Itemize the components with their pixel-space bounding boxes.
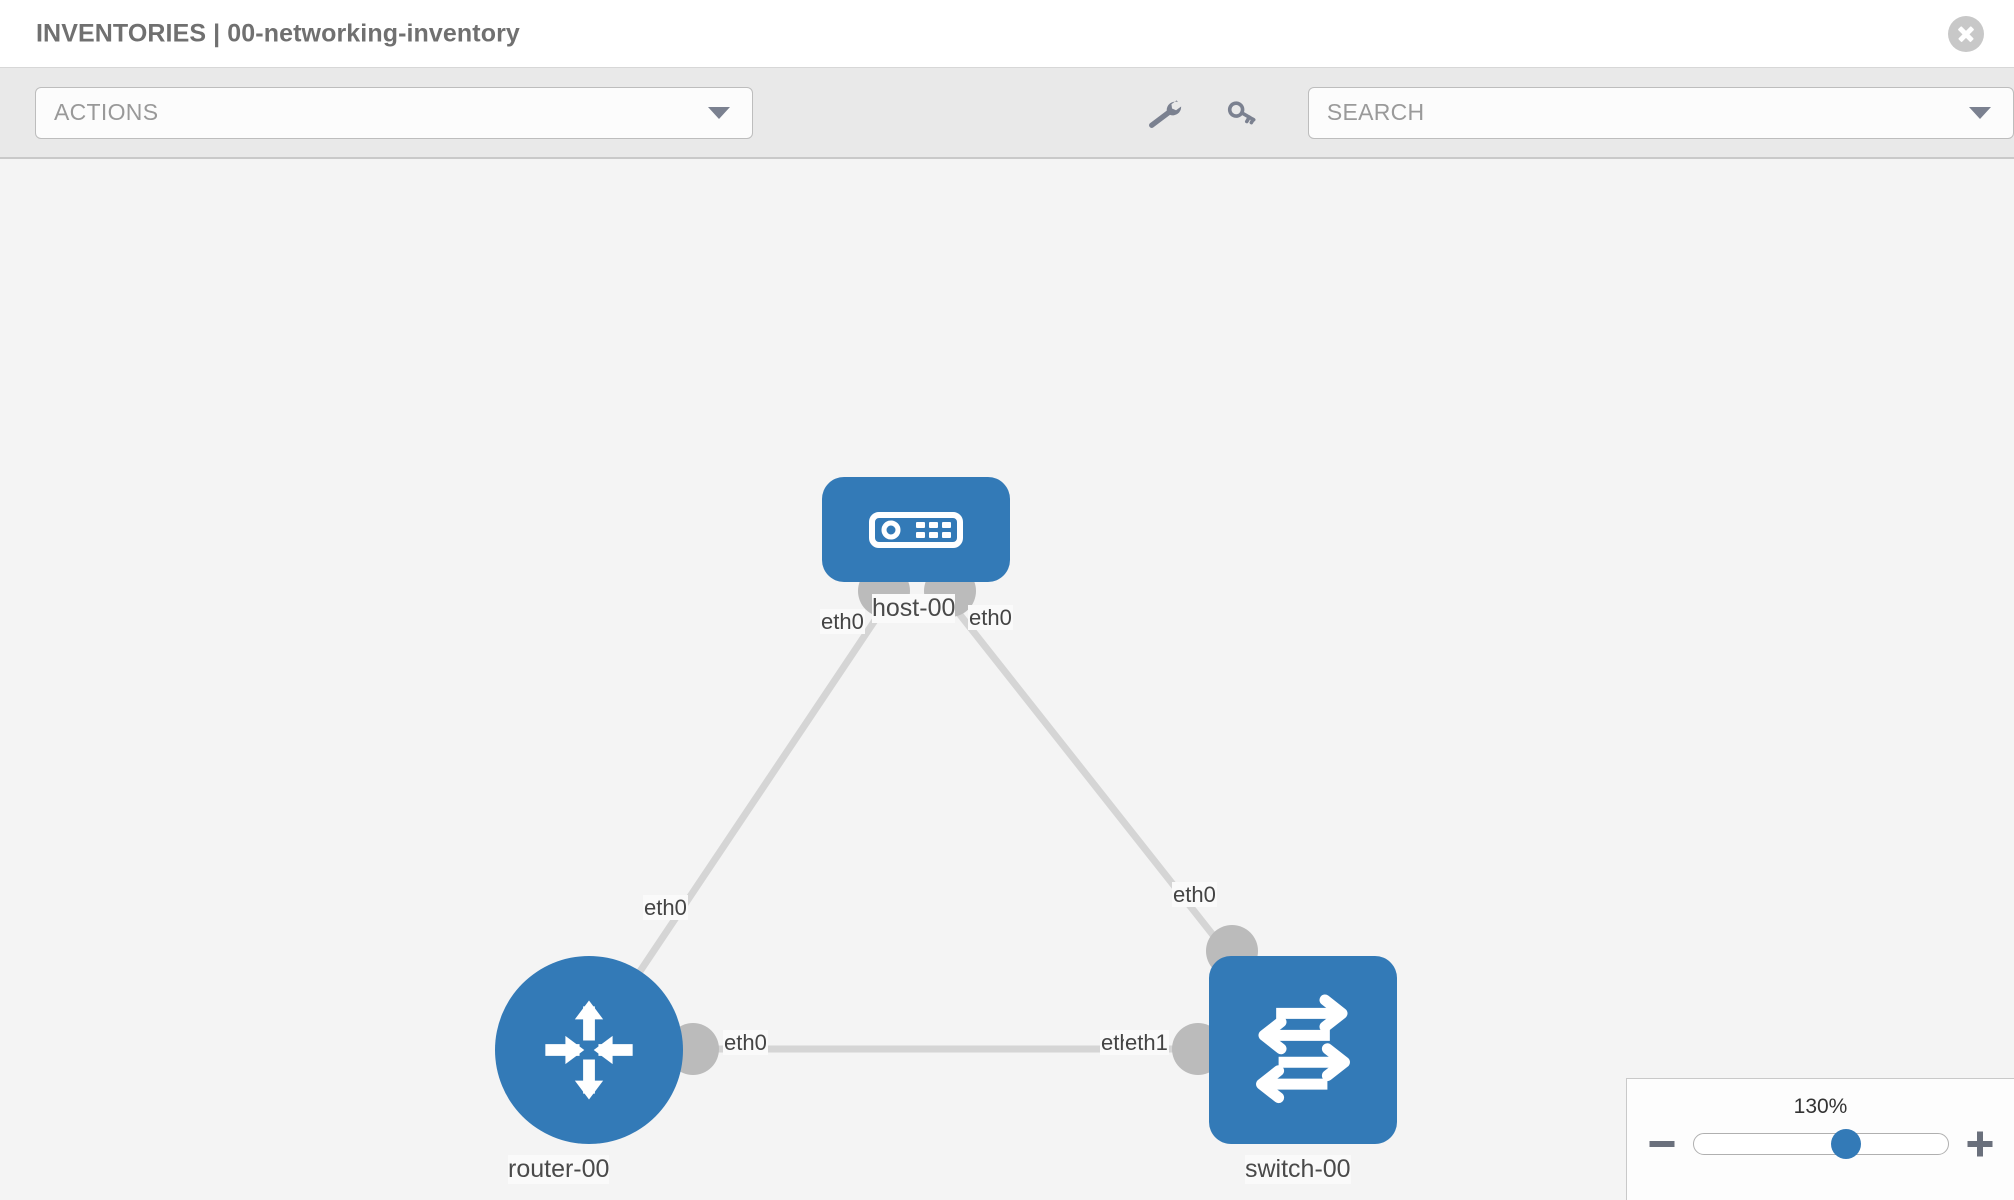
node-switch-00[interactable] [1209,956,1397,1144]
edge-label-host-left: eth0 [820,609,865,635]
actions-dropdown-label: ACTIONS [54,99,159,125]
zoom-control-panel: 130% [1626,1078,2014,1200]
zoom-slider-thumb[interactable] [1830,1129,1861,1159]
page-header: INVENTORIES | 00-networking-inventory [0,0,2014,68]
edge-label-switch-uplink: eth0 [1172,882,1217,908]
chevron-down-icon [707,106,730,119]
switch-arrows-icon [1256,994,1350,1104]
server-icon [869,511,963,548]
chevron-down-icon[interactable] [1969,106,1991,119]
zoom-out-button[interactable] [1649,1131,1675,1157]
toolbar-icon-group [1143,92,1263,134]
topology-graph [585,556,1306,1075]
zoom-in-button[interactable] [1967,1131,1993,1157]
topology-canvas[interactable]: host-00 router-00 [0,159,2014,1200]
node-label-host-00[interactable]: host-00 [872,594,956,623]
close-icon[interactable] [1948,15,1984,52]
edge-label-host-right: eth0 [968,605,1013,631]
edge-label-switch-left-eth1: eth1 [1124,1030,1169,1056]
key-icon[interactable] [1221,92,1263,134]
edge-label-router-uplink: eth0 [643,895,688,921]
node-router-00[interactable] [495,956,683,1144]
toolbar: ACTIONS [0,68,2014,159]
node-label-switch-00[interactable]: switch-00 [1245,1155,1351,1184]
search-field[interactable] [1307,86,2014,139]
edge-label-router-right: eth0 [723,1030,768,1056]
zoom-slider[interactable] [1692,1129,1949,1159]
router-arrows-icon [545,1000,633,1100]
page-title: INVENTORIES | 00-networking-inventory [36,19,520,47]
zoom-controls [1627,1129,2014,1159]
actions-dropdown[interactable]: ACTIONS [35,86,753,139]
search-input[interactable] [1308,88,2009,137]
topology-connectors [667,565,1258,1075]
zoom-level-label: 130% [1793,1095,1848,1118]
node-host-00[interactable] [822,477,1010,582]
edge-router-host [585,557,919,1051]
wrench-icon[interactable] [1143,92,1185,134]
topology-edges [585,556,1306,1053]
node-label-router-00[interactable]: router-00 [508,1155,610,1184]
